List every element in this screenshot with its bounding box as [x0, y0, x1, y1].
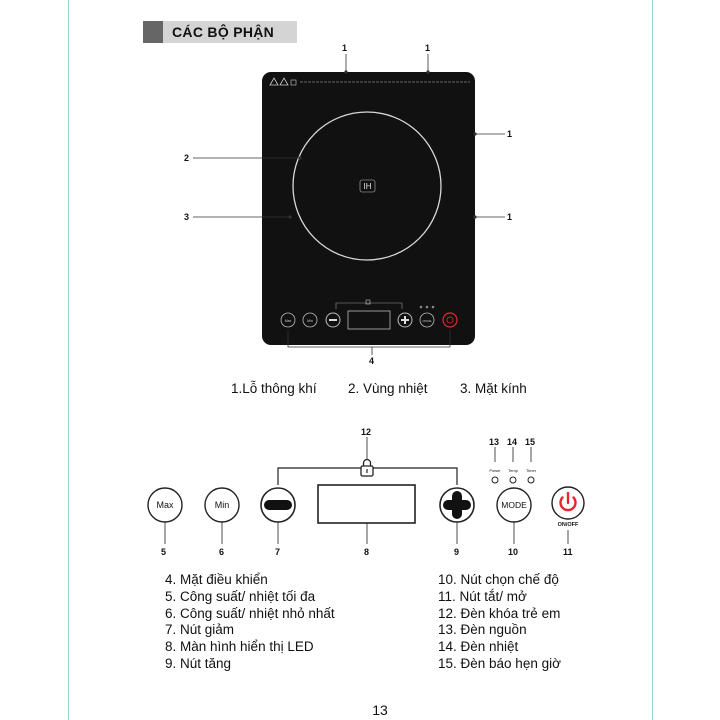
power-indicator-light	[491, 476, 499, 484]
cooktop-power-icon	[446, 316, 454, 324]
section-header: CÁC BỘ PHẬN	[143, 21, 297, 43]
child-lock-icon	[360, 458, 374, 477]
on-off-label: ON/OFF	[558, 522, 579, 528]
legend-item: 8. Màn hình hiển thị LED	[165, 639, 314, 655]
caption-glass: 3. Mặt kính	[460, 381, 527, 396]
cooktop-callouts	[193, 54, 505, 355]
cooktop-body	[262, 72, 475, 345]
callout-3: 3	[184, 212, 189, 222]
legend-item: 9. Nút tăng	[165, 655, 232, 671]
cooktop-led-display	[347, 310, 391, 330]
cooktop-indicator-timer	[431, 305, 435, 309]
temp-indicator-label: Temp	[508, 468, 519, 473]
legend-item: 5. Công suất/ nhiệt tối đa	[165, 588, 316, 604]
plus-icon-vertical	[452, 491, 462, 519]
callout-1-top-right: 1	[425, 43, 430, 53]
legend-item: 12. Đèn khóa trẻ em	[438, 605, 561, 621]
callout-13: 13	[489, 437, 499, 447]
power-indicator-label: Power	[489, 468, 501, 473]
callout-6: 6	[219, 547, 224, 557]
legend-item: 4. Mặt điều khiển	[165, 572, 268, 587]
cooktop-min-label: Min	[307, 319, 313, 323]
legend-item: 10. Nút chọn chế độ	[438, 572, 559, 587]
cooktop-plus-button[interactable]	[397, 312, 413, 328]
cooktop-min-button[interactable]	[302, 312, 318, 328]
page-number: 13	[372, 702, 388, 718]
legend-right: 10. Nút chọn chế độ 11. Nút tắt/ mở 12. …	[438, 572, 561, 673]
callout-14: 14	[507, 437, 517, 447]
max-button-label: Max	[156, 500, 174, 510]
section-header-marker	[143, 21, 163, 43]
cooktop-lock-bracket	[335, 302, 403, 309]
cooktop-minus-button[interactable]	[325, 312, 341, 328]
mode-button-label: MODE	[501, 500, 527, 510]
led-display	[317, 484, 416, 524]
legend-left: 4. Mặt điều khiển 5. Công suất/ nhiệt tố…	[165, 572, 335, 673]
ih-logo: IH	[364, 182, 372, 191]
page-border-left	[68, 0, 69, 720]
callout-10: 10	[508, 547, 518, 557]
callout-8: 8	[364, 547, 369, 557]
cooktop-indicator-temp	[425, 305, 429, 309]
cooktop-power-button[interactable]	[442, 312, 458, 328]
callout-4: 4	[369, 356, 374, 366]
section-title: CÁC BỘ PHẬN	[172, 24, 275, 40]
callout-15: 15	[525, 437, 535, 447]
panel-callout-lines	[164, 522, 569, 544]
legend-item: 13. Đèn nguồn	[438, 622, 527, 638]
cooktop-mode-label: MODE	[423, 319, 432, 323]
timer-indicator-light	[527, 476, 535, 484]
callout-1-top-left: 1	[342, 43, 347, 53]
legend-item: 14. Đèn nhiệt	[438, 639, 519, 655]
callout-2: 2	[184, 153, 189, 163]
legend-item: 7. Nút giảm	[165, 622, 235, 638]
temp-indicator-light	[509, 476, 517, 484]
ih-logo-box	[359, 179, 376, 193]
callout-11: 11	[563, 547, 573, 557]
legend-item: 15. Đèn báo hẹn giờ	[438, 655, 561, 671]
cooktop-lock-icon	[365, 299, 371, 305]
indicator-lights	[491, 447, 535, 484]
callout-9: 9	[454, 547, 459, 557]
cooktop-mode-button[interactable]	[419, 312, 435, 328]
min-button-label: Min	[215, 500, 230, 510]
callout-1-right-lower: 1	[507, 212, 512, 222]
caption-heating-zone: 2. Vùng nhiệt	[348, 381, 428, 396]
cooktop-max-label: Max	[285, 319, 292, 323]
caption-vent: 1.Lỗ thông khí	[231, 381, 317, 396]
cooktop-indicator-power	[419, 305, 423, 309]
callout-7: 7	[275, 547, 280, 557]
callout-1-right-upper: 1	[507, 129, 512, 139]
minus-icon	[264, 500, 292, 510]
legend-item: 11. Nút tắt/ mở	[438, 588, 527, 604]
cooktop-max-button[interactable]	[280, 312, 296, 328]
warning-symbols	[269, 77, 470, 86]
callout-5: 5	[161, 547, 166, 557]
page-border-right	[652, 0, 653, 720]
cooktop-control-strip: Max Min MODE	[280, 299, 458, 330]
callout-12: 12	[361, 427, 371, 437]
timer-indicator-label: Timer	[526, 468, 537, 473]
power-icon	[559, 491, 577, 512]
heating-zone-ring	[292, 111, 442, 261]
legend-item: 6. Công suất/ nhiệt nhỏ nhất	[165, 605, 335, 621]
